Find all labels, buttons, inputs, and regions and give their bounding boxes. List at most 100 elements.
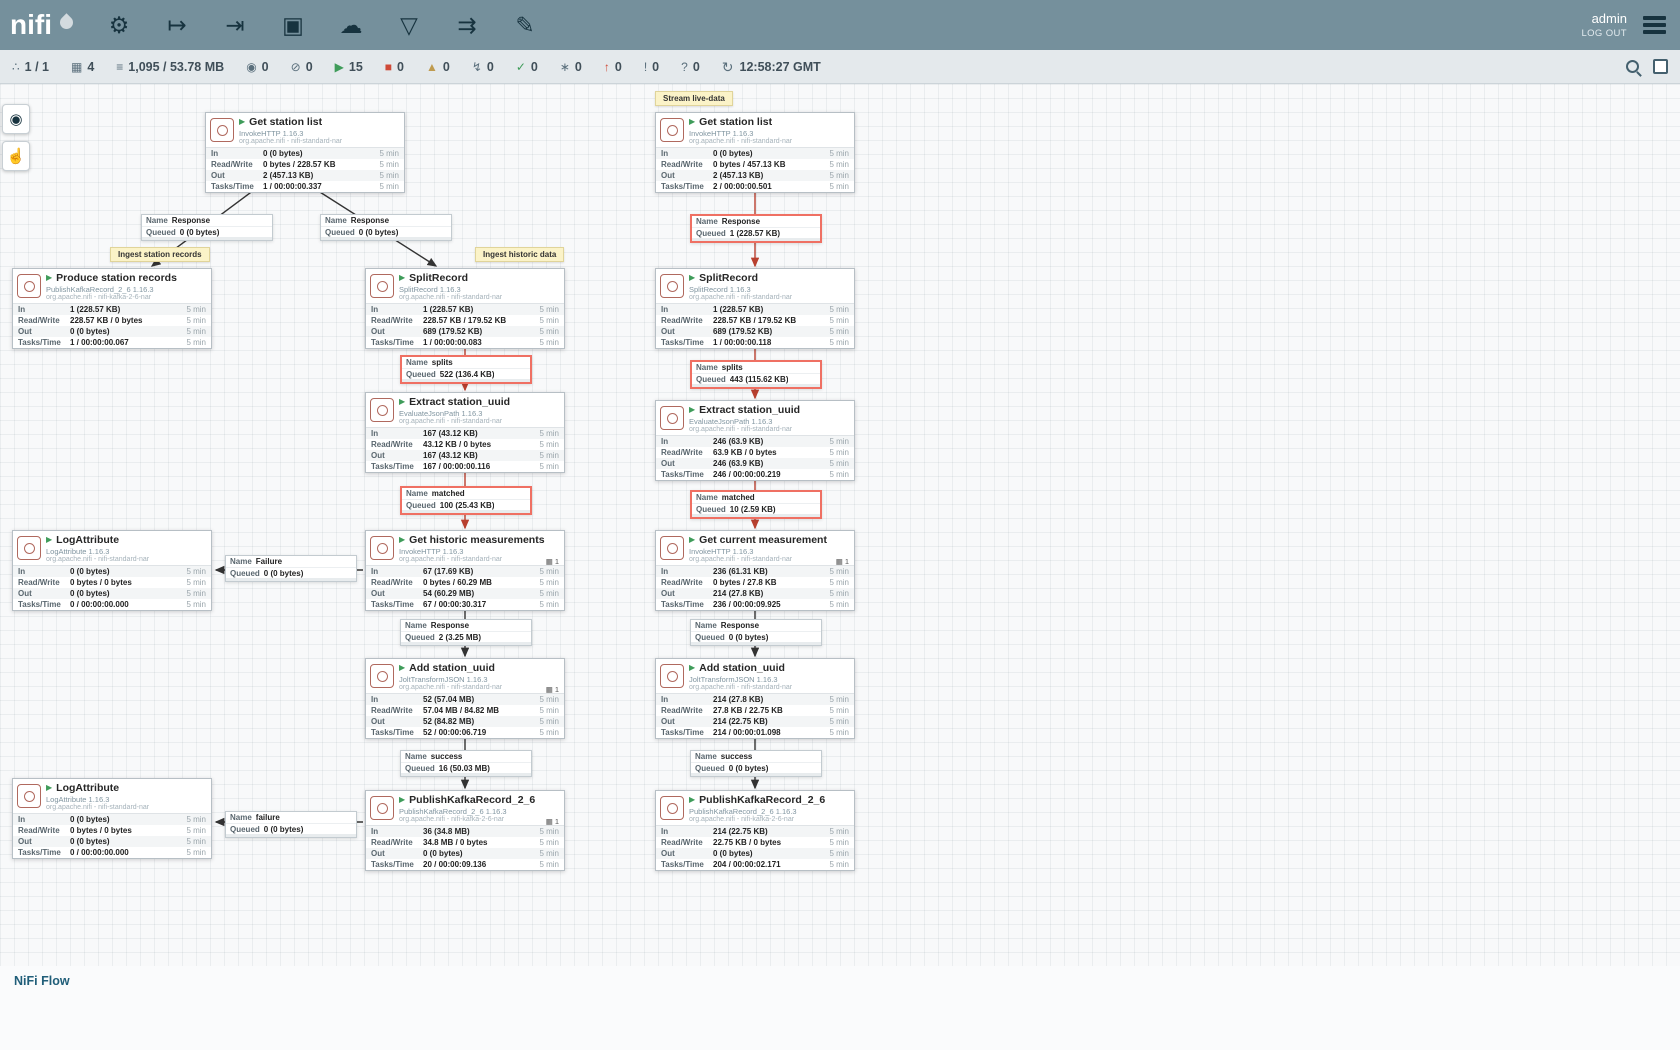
stat-row: Tasks/Time 204 / 00:00:02.171 5 min bbox=[656, 859, 854, 870]
processor-get-station-list-2[interactable]: ▶ Get station list InvokeHTTP 1.16.3 org… bbox=[655, 112, 855, 193]
processor-bundle: org.apache.nifi - nifi-standard-nar bbox=[399, 684, 559, 691]
processor-produce-station-records[interactable]: ▶ Produce station records PublishKafkaRe… bbox=[12, 268, 212, 349]
processor-get-station-list-1[interactable]: ▶ Get station list InvokeHTTP 1.16.3 org… bbox=[205, 112, 405, 193]
stat-row: In 0 (0 bytes) 5 min bbox=[13, 814, 211, 825]
connection-label[interactable]: Name success Queued 16 (50.03 MB) bbox=[400, 750, 532, 777]
birdseye-toggle-icon[interactable] bbox=[1653, 59, 1668, 74]
flow-canvas[interactable]: ◉ ☝ NiFi Flow ▶ Get station list InvokeHT… bbox=[0, 84, 1680, 1050]
input-port-icon[interactable]: ↦ bbox=[159, 7, 195, 43]
connection-label[interactable]: Name splits Queued 443 (115.62 KB) bbox=[690, 360, 822, 389]
processor-split-record-2[interactable]: ▶ SplitRecord SplitRecord 1.16.3 org.apa… bbox=[655, 268, 855, 349]
pan-button[interactable]: ☝ bbox=[2, 141, 30, 171]
stat-label: Read/Write bbox=[211, 160, 263, 169]
processor-header: ▶ PublishKafkaRecord_2_6 PublishKafkaRec… bbox=[656, 791, 854, 825]
global-menu-icon[interactable] bbox=[1643, 16, 1666, 34]
remote-process-group-icon[interactable]: ☁ bbox=[333, 7, 369, 43]
processor-icon bbox=[660, 536, 684, 560]
connection-label[interactable]: Name Response Queued 2 (3.25 MB) bbox=[400, 619, 532, 646]
processor-split-record-1[interactable]: ▶ SplitRecord SplitRecord 1.16.3 org.apa… bbox=[365, 268, 565, 349]
stat-window: 5 min bbox=[829, 459, 849, 468]
processor-extract-station-uuid-1[interactable]: ▶ Extract station_uuid EvaluateJsonPath … bbox=[365, 392, 565, 473]
processor-extract-station-uuid-2[interactable]: ▶ Extract station_uuid EvaluateJsonPath … bbox=[655, 400, 855, 481]
stat-row: In 167 (43.12 KB) 5 min bbox=[366, 428, 564, 439]
stat-value: 0 (0 bytes) bbox=[713, 149, 825, 158]
connection-label[interactable]: Name Response Queued 0 (0 bytes) bbox=[320, 214, 452, 241]
refresh-status[interactable]: ↻ 12:58:27 GMT bbox=[722, 60, 821, 74]
connection-label[interactable]: Name matched Queued 10 (2.59 KB) bbox=[690, 490, 822, 519]
stat-row: In 214 (22.75 KB) 5 min bbox=[656, 826, 854, 837]
refresh-icon[interactable]: ↻ bbox=[722, 60, 734, 74]
connection-name-key: Name bbox=[146, 216, 168, 225]
processor-get-current-measurement[interactable]: ▶ Get current measurement InvokeHTTP 1.1… bbox=[655, 530, 855, 611]
processor-type: SplitRecord 1.16.3 bbox=[689, 285, 849, 294]
processor-name: LogAttribute bbox=[56, 534, 119, 546]
queued-icon: ≡ bbox=[116, 61, 123, 73]
stat-label: In bbox=[371, 827, 423, 836]
label-icon[interactable]: ✎ bbox=[507, 7, 543, 43]
stat-value: 214 (27.8 KB) bbox=[713, 695, 825, 704]
logout-link[interactable]: LOG OUT bbox=[1581, 28, 1627, 39]
process-group-icon[interactable]: ▣ bbox=[275, 7, 311, 43]
breadcrumb[interactable]: NiFi Flow bbox=[14, 974, 70, 988]
connection-queued-key: Queued bbox=[146, 228, 176, 237]
processor-header: ▶ PublishKafkaRecord_2_6 PublishKafkaRec… bbox=[366, 791, 564, 825]
stat-row: Read/Write 22.75 KB / 0 bytes 5 min bbox=[656, 837, 854, 848]
processor-add-station-uuid-1[interactable]: ▶ Add station_uuid JoltTransformJSON 1.1… bbox=[365, 658, 565, 739]
funnel-icon[interactable]: ▽ bbox=[391, 7, 427, 43]
processor-get-historic-measurements[interactable]: ▶ Get historic measurements InvokeHTTP 1… bbox=[365, 530, 565, 611]
stat-window: 5 min bbox=[829, 578, 849, 587]
stat-window: 5 min bbox=[829, 695, 849, 704]
processor-log-attribute-2[interactable]: ▶ LogAttribute LogAttribute 1.16.3 org.a… bbox=[12, 778, 212, 859]
processor-type: PublishKafkaRecord_2_6 1.16.3 bbox=[689, 807, 849, 816]
processor-icon bbox=[370, 274, 394, 298]
connection-label[interactable]: Name Response Queued 1 (228.57 KB) bbox=[690, 214, 822, 243]
flow-label[interactable]: Stream live-data bbox=[655, 91, 733, 106]
connection-label[interactable]: Name matched Queued 100 (25.43 KB) bbox=[400, 486, 532, 515]
stat-row: In 1 (228.57 KB) 5 min bbox=[366, 304, 564, 315]
stat-value: 1 (228.57 KB) bbox=[713, 305, 825, 314]
stat-label: Read/Write bbox=[18, 316, 70, 325]
connection-label[interactable]: Name failure Queued 0 (0 bytes) bbox=[225, 811, 357, 838]
processor-stats: In 1 (228.57 KB) 5 min Read/Write 228.57… bbox=[13, 303, 211, 348]
connection-label[interactable]: Name Response Queued 0 (0 bytes) bbox=[141, 214, 273, 241]
connection-queued-value: 16 (50.03 MB) bbox=[439, 764, 490, 773]
processor-header: ▶ SplitRecord SplitRecord 1.16.3 org.apa… bbox=[366, 269, 564, 303]
stat-label: In bbox=[661, 567, 713, 576]
stat-value: 0 bytes / 457.13 KB bbox=[713, 160, 825, 169]
active-threads-badge: ▦ 1 bbox=[546, 685, 559, 694]
connection-queued-value: 443 (115.62 KB) bbox=[730, 375, 789, 384]
stat-window: 5 min bbox=[539, 462, 559, 471]
stat-window: 5 min bbox=[539, 860, 559, 869]
flow-label[interactable]: Ingest station records bbox=[110, 247, 210, 262]
processor-add-station-uuid-2[interactable]: ▶ Add station_uuid JoltTransformJSON 1.1… bbox=[655, 658, 855, 739]
processor-publish-kafka-record-1[interactable]: ▶ PublishKafkaRecord_2_6 PublishKafkaRec… bbox=[365, 790, 565, 871]
processor-publish-kafka-record-2[interactable]: ▶ PublishKafkaRecord_2_6 PublishKafkaRec… bbox=[655, 790, 855, 871]
processor-icon bbox=[370, 398, 394, 422]
connection-name-value: matched bbox=[432, 489, 465, 498]
processor-log-attribute-1[interactable]: ▶ LogAttribute LogAttribute 1.16.3 org.a… bbox=[12, 530, 212, 611]
processor-bundle: org.apache.nifi - nifi-standard-nar bbox=[399, 556, 559, 563]
logo-text: nifi bbox=[10, 9, 52, 41]
connection-queued-value: 10 (2.59 KB) bbox=[730, 505, 776, 514]
stat-row: Out 0 (0 bytes) 5 min bbox=[13, 836, 211, 847]
navigate-button[interactable]: ◉ bbox=[2, 104, 30, 134]
stat-row: Read/Write 228.57 KB / 179.52 KB 5 min bbox=[656, 315, 854, 326]
processor-icon bbox=[660, 664, 684, 688]
flow-label[interactable]: Ingest historic data bbox=[475, 247, 564, 262]
connection-label[interactable]: Name Response Queued 0 (0 bytes) bbox=[690, 619, 822, 646]
template-icon[interactable]: ⇉ bbox=[449, 7, 485, 43]
search-icon[interactable] bbox=[1626, 60, 1639, 73]
header-right: admin LOG OUT bbox=[1581, 11, 1680, 39]
stat-value: 63.9 KB / 0 bytes bbox=[713, 448, 825, 457]
stat-value: 54 (60.29 MB) bbox=[423, 589, 535, 598]
stat-window: 5 min bbox=[539, 589, 559, 598]
connection-label[interactable]: Name success Queued 0 (0 bytes) bbox=[690, 750, 822, 777]
processor-stats: In 0 (0 bytes) 5 min Read/Write 0 bytes … bbox=[13, 565, 211, 610]
stat-row: Tasks/Time 246 / 00:00:00.219 5 min bbox=[656, 469, 854, 480]
connection-label[interactable]: Name Failure Queued 0 (0 bytes) bbox=[225, 555, 357, 582]
processor-icon[interactable]: ⚙ bbox=[101, 7, 137, 43]
processor-type: PublishKafkaRecord_2_6 1.16.3 bbox=[399, 807, 559, 816]
output-port-icon[interactable]: ⇥ bbox=[217, 7, 253, 43]
connection-label[interactable]: Name splits Queued 522 (136.4 KB) bbox=[400, 355, 532, 384]
stat-value: 43.12 KB / 0 bytes bbox=[423, 440, 535, 449]
